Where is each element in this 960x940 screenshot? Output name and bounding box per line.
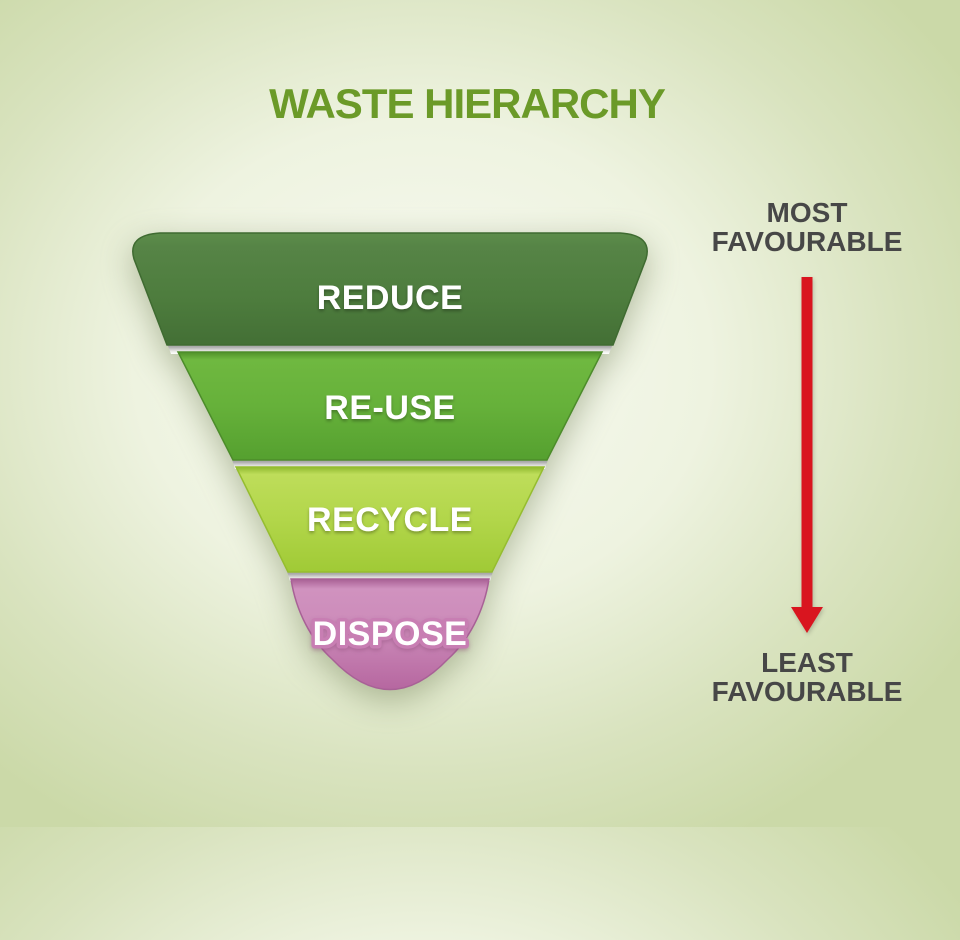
pyramid-level-reuse [176, 351, 604, 461]
least-favourable-label: LEAST FAVOURABLE [711, 647, 903, 708]
page-title: WASTE HIERARCHY [269, 80, 666, 127]
pyramid-label-recycle: RECYCLE [307, 501, 473, 539]
down-arrow [791, 277, 823, 633]
waste-pyramid: REDUCE RE-USE RECYCLE DISPOSE [132, 232, 648, 691]
pyramid-level-recycle [234, 466, 546, 573]
pyramid-level-reduce [132, 232, 648, 346]
page-background: { "title": "WASTE HIERARCHY", "pyramid":… [0, 0, 960, 827]
most-favourable-label: MOST FAVOURABLE [711, 197, 903, 258]
pyramid-label-reuse: RE-USE [324, 389, 455, 427]
arrow-head [791, 607, 823, 633]
arrow-shaft [801, 277, 813, 609]
pyramid-label-reduce: REDUCE [317, 279, 464, 317]
pyramid-label-dispose: DISPOSE [313, 615, 468, 653]
pyramid-level-dispose [290, 578, 490, 691]
